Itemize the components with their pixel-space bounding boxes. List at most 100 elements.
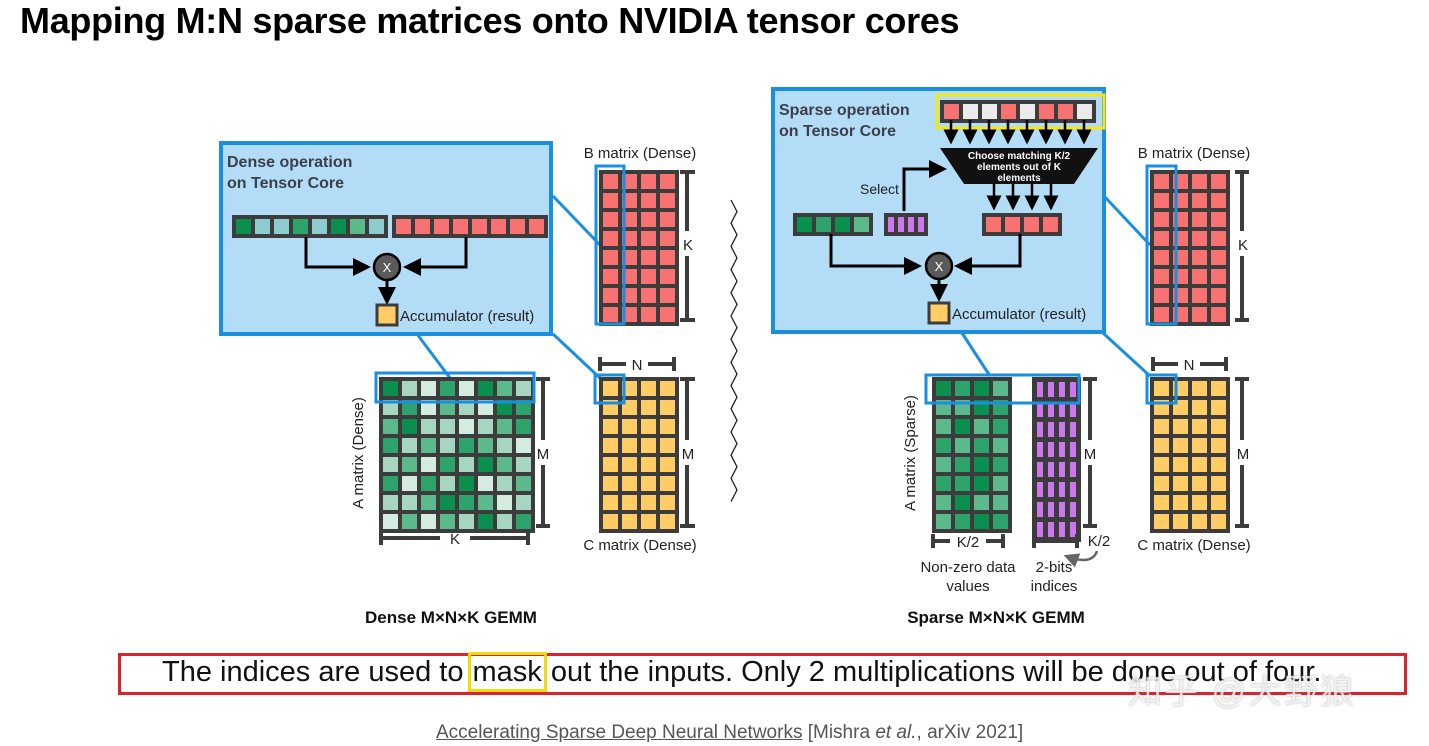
a-matrix-cell: [383, 381, 398, 396]
a-matrix-cell: [440, 381, 455, 396]
sparse-c-m-dimension: [1235, 377, 1249, 528]
c-matrix-cell: [660, 514, 675, 529]
b-matrix-cell: [622, 250, 637, 265]
b-matrix-cell: [641, 307, 656, 322]
caption-box: [118, 653, 1407, 695]
selector-text-line2: elements out of K: [977, 162, 1062, 173]
c-matrix-cell: [641, 476, 656, 491]
selected-b-cell: [1043, 217, 1058, 232]
masked-b-cell: [963, 104, 978, 119]
a-matrix-cell: [516, 419, 531, 434]
indices-matrix-cell: [1070, 502, 1076, 517]
dense-b-column-highlight: [594, 164, 626, 326]
indices-matrix-cell: [1037, 402, 1043, 417]
indices-matrix-cell: [1037, 502, 1043, 517]
dense-gemm-label: Dense M×N×K GEMM: [365, 608, 537, 627]
a-matrix-cell: [516, 381, 531, 396]
values-matrix-cell: [936, 457, 951, 472]
values-vector-cell: [835, 217, 850, 232]
b-matrix-cell: [660, 288, 675, 303]
sparse-multiply-symbol: X: [935, 259, 944, 274]
a-matrix-cell: [421, 438, 436, 453]
values-matrix-cell: [993, 438, 1008, 453]
a-matrix-cell: [497, 457, 512, 472]
b-matrix-cell: [1192, 269, 1207, 284]
a-matrix-cell: [421, 457, 436, 472]
indices-matrix-cell: [1048, 422, 1054, 437]
b-matrix-cell: [641, 212, 656, 227]
separator-zigzag: [730, 199, 738, 502]
sparse-b-matrix: [1150, 170, 1230, 326]
a-vector-cell: [293, 219, 308, 234]
a-matrix-cell: [497, 381, 512, 396]
b-matrix-cell: [622, 288, 637, 303]
a-vector-cell: [312, 219, 327, 234]
selected-b-cell: [1005, 217, 1020, 232]
b-vector-cell: [453, 219, 468, 234]
masked-b-cell: [1077, 104, 1092, 119]
c-matrix-cell: [1173, 514, 1188, 529]
c-matrix-cell: [622, 476, 637, 491]
c-matrix-cell: [603, 514, 618, 529]
grid-frame: [884, 213, 928, 236]
b-matrix-cell: [603, 307, 618, 322]
a-matrix-cell: [516, 476, 531, 491]
values-matrix-cell: [955, 419, 970, 434]
c-matrix-cell: [641, 438, 656, 453]
curved-arrow-icon: [1063, 550, 1099, 568]
values-matrix-cell: [955, 514, 970, 529]
slide-title: Mapping M:N sparse matrices onto NVIDIA …: [20, 0, 960, 41]
citation: Accelerating Sparse Deep Neural Networks…: [436, 722, 1023, 744]
sparse-indices-k-half-label: K/2: [1088, 533, 1111, 550]
a-matrix-cell: [421, 476, 436, 491]
indices-matrix-cell: [1059, 422, 1065, 437]
b-matrix-cell: [622, 212, 637, 227]
b-matrix-cell: [1211, 212, 1226, 227]
indices-caption-line2: indices: [1031, 578, 1078, 595]
indices-matrix-cell: [1059, 522, 1065, 537]
a-matrix-cell: [459, 438, 474, 453]
b-matrix-cell: [622, 307, 637, 322]
indices-vector-cell: [918, 217, 924, 232]
indices-vector-cell: [888, 217, 894, 232]
c-matrix-cell: [1154, 514, 1169, 529]
dense-a-row-vector: [232, 215, 388, 238]
sparse-c-matrix: [1150, 377, 1230, 533]
dense-panel-title-line2: on Tensor Core: [227, 175, 344, 192]
b-matrix-cell: [1211, 307, 1226, 322]
c-matrix-cell: [622, 381, 637, 396]
connector-line: [551, 332, 602, 380]
a-vector-cell: [331, 219, 346, 234]
values-matrix-cell: [955, 476, 970, 491]
indices-matrix-cell: [1037, 422, 1043, 437]
b-matrix-cell: [660, 231, 675, 246]
b-matrix-cell: [622, 174, 637, 189]
a-matrix-cell: [440, 457, 455, 472]
c-matrix-cell: [641, 514, 656, 529]
values-matrix-cell: [993, 381, 1008, 396]
c-matrix-cell: [1154, 419, 1169, 434]
citation-suffix: , arXiv 2021]: [916, 722, 1024, 743]
paper-link[interactable]: Accelerating Sparse Deep Neural Networks: [436, 722, 803, 743]
c-matrix-cell: [1192, 457, 1207, 472]
indices-matrix-cell: [1059, 382, 1065, 397]
c-matrix-cell: [660, 419, 675, 434]
indices-matrix-cell: [1048, 482, 1054, 497]
c-matrix-cell: [1211, 514, 1226, 529]
selector-input-arrows: [943, 120, 1092, 145]
indices-matrix-cell: [1048, 442, 1054, 457]
accumulator-cell: [375, 303, 399, 327]
b-matrix-cell: [1192, 307, 1207, 322]
sparse-n-dimension: [1151, 357, 1228, 371]
a-matrix-cell: [421, 400, 436, 415]
values-matrix-cell: [936, 476, 951, 491]
b-matrix-cell: [1154, 288, 1169, 303]
values-matrix-cell: [955, 438, 970, 453]
b-vector-cell: [415, 219, 430, 234]
dense-side: Dense operation on Tensor Core X Accumul…: [219, 141, 697, 627]
c-matrix-cell: [641, 381, 656, 396]
a-vector-cell: [236, 219, 251, 234]
connector-line: [415, 333, 452, 379]
c-matrix-cell: [1211, 495, 1226, 510]
a-matrix-cell: [478, 438, 493, 453]
